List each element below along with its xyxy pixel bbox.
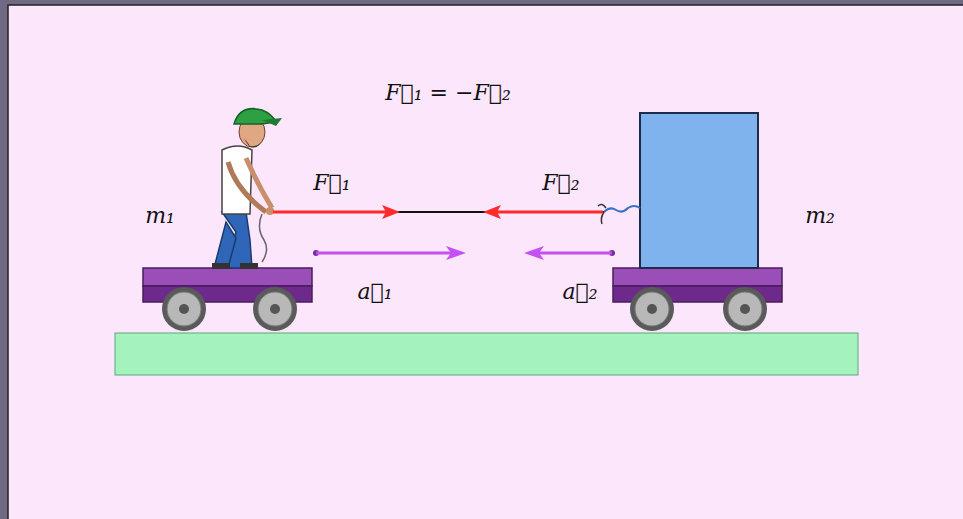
drawing-part <box>604 206 640 212</box>
drawing-part <box>647 304 657 314</box>
acceleration-arrow-1 <box>313 246 466 260</box>
man-figure <box>212 109 282 269</box>
load-box <box>640 113 758 268</box>
right-cart <box>613 268 782 331</box>
drawing-part <box>253 287 297 331</box>
drawing-part <box>635 292 669 326</box>
drawing-part <box>262 118 282 126</box>
acceleration-label: a⃗₁ <box>357 279 392 305</box>
drawing-part <box>495 211 603 214</box>
equation-label: F⃗₁ = −F⃗₂ <box>385 80 510 106</box>
drawing-part <box>598 204 606 224</box>
drawing-part <box>228 162 266 212</box>
drawing-part <box>524 246 544 260</box>
drawing-part <box>214 222 236 268</box>
drawing-part <box>316 252 452 255</box>
drawing-part <box>382 205 400 219</box>
acceleration-arrow-2 <box>524 246 615 260</box>
drawing-part <box>167 292 201 326</box>
drawing-part <box>270 304 280 314</box>
drawing-part <box>162 287 206 331</box>
drawing-part <box>483 205 501 219</box>
drawing-part <box>259 214 266 262</box>
drawing-part <box>640 113 758 268</box>
drawing-part <box>240 263 258 269</box>
drawing-part <box>273 211 388 214</box>
drawing-part <box>446 246 466 260</box>
mass-label: m₁ <box>145 203 175 229</box>
drawing-part <box>630 287 674 331</box>
drawing-part <box>244 138 264 148</box>
mass-label: m₂ <box>805 203 835 229</box>
drawing-part <box>258 292 292 326</box>
drawing-part <box>143 268 312 286</box>
ground <box>115 333 858 375</box>
drawing-part <box>723 287 767 331</box>
left-cart <box>143 268 312 331</box>
drawing-part <box>728 292 762 326</box>
drawing-part <box>740 304 750 314</box>
drawing-part <box>270 211 604 213</box>
rope <box>270 204 640 224</box>
force-arrow-2 <box>483 205 603 219</box>
force-label: F⃗₁ <box>313 170 350 196</box>
acceleration-label: a⃗₂ <box>562 279 597 305</box>
drawing-part <box>613 268 782 286</box>
force-arrow-1 <box>273 205 400 219</box>
drawing-part <box>266 207 274 215</box>
drawing-part <box>212 263 230 269</box>
drawing-part <box>179 304 189 314</box>
force-label: F⃗₂ <box>542 170 579 196</box>
drawing-part <box>538 252 612 255</box>
drawing-part <box>115 333 858 375</box>
drawing-part <box>8 5 963 519</box>
frame <box>8 5 963 519</box>
